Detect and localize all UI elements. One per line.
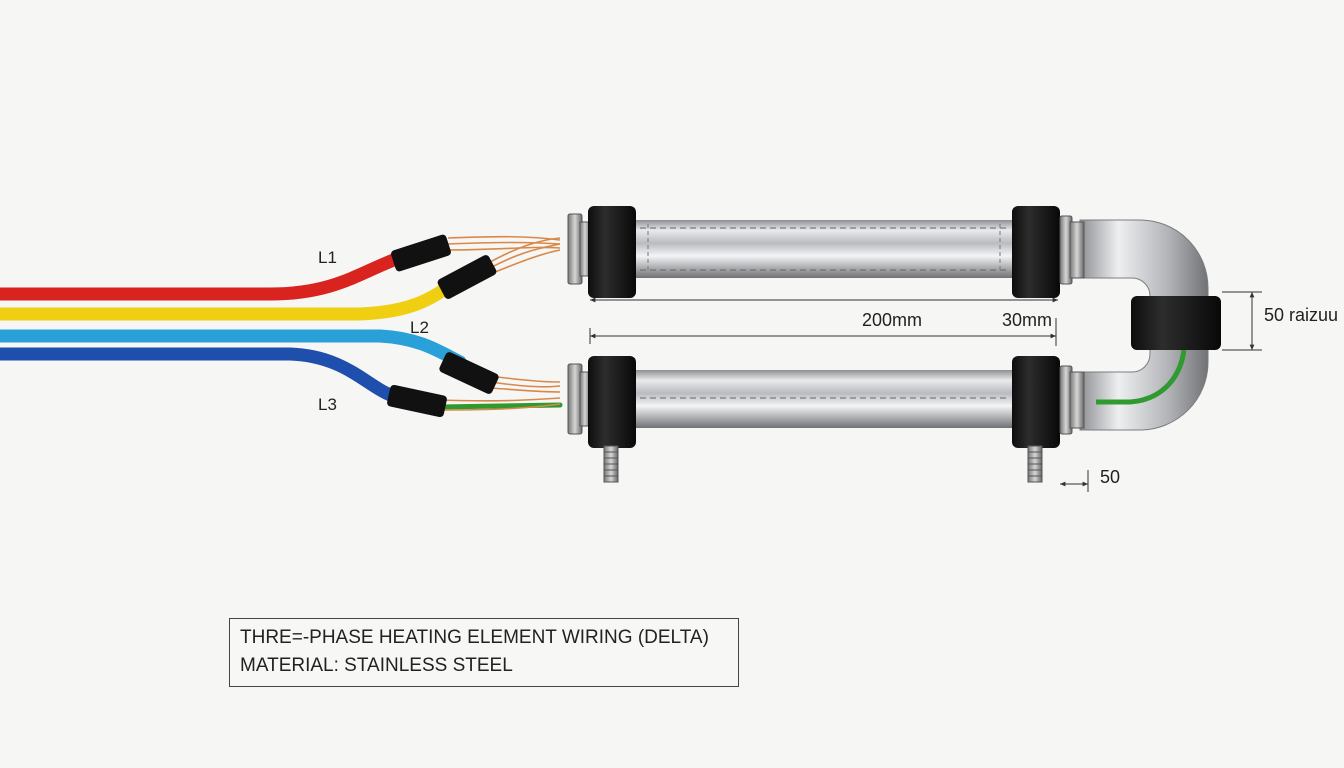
- upper-left-insulator: [588, 206, 636, 298]
- sleeve-light-blue: [439, 352, 499, 394]
- sleeve-l1: [391, 234, 451, 272]
- lower-heating-tube: [632, 370, 1016, 428]
- label-l1: L1: [318, 248, 337, 267]
- u-bend: [1079, 219, 1221, 431]
- wire-l3: [0, 347, 407, 405]
- upper-heating-tube: [632, 220, 1016, 278]
- wire-l1: [0, 247, 417, 301]
- left-fittings: [567, 206, 636, 483]
- lower-right-insulator: [1012, 356, 1060, 448]
- label-l2: L2: [410, 318, 429, 337]
- right-fittings: [1012, 206, 1085, 483]
- bend-clamp: [1131, 296, 1221, 350]
- title-block-heading: THRE=-PHASE HEATING ELEMENT WIRING (DELT…: [240, 627, 709, 648]
- dim-bend-height: 50 raizuu: [1264, 305, 1338, 325]
- lower-left-insulator: [588, 356, 636, 448]
- label-l3: L3: [318, 395, 337, 414]
- upper-right-insulator: [1012, 206, 1060, 298]
- copper-strands: [439, 235, 561, 411]
- dim-tube-length: 200mm: [862, 310, 922, 330]
- sleeve-l3: [387, 384, 447, 418]
- sleeve-l2: [437, 255, 497, 299]
- heat-shrink-sleeves: [387, 234, 499, 418]
- dimension-lines: [589, 291, 1262, 492]
- title-block: THRE=-PHASE HEATING ELEMENT WIRING (DELT…: [229, 618, 739, 687]
- title-block-material: MATERIAL: STAINLESS STEEL: [240, 655, 513, 676]
- dim-terminal-offset: 50: [1100, 467, 1120, 487]
- dim-gap-length: 30mm: [1002, 310, 1052, 330]
